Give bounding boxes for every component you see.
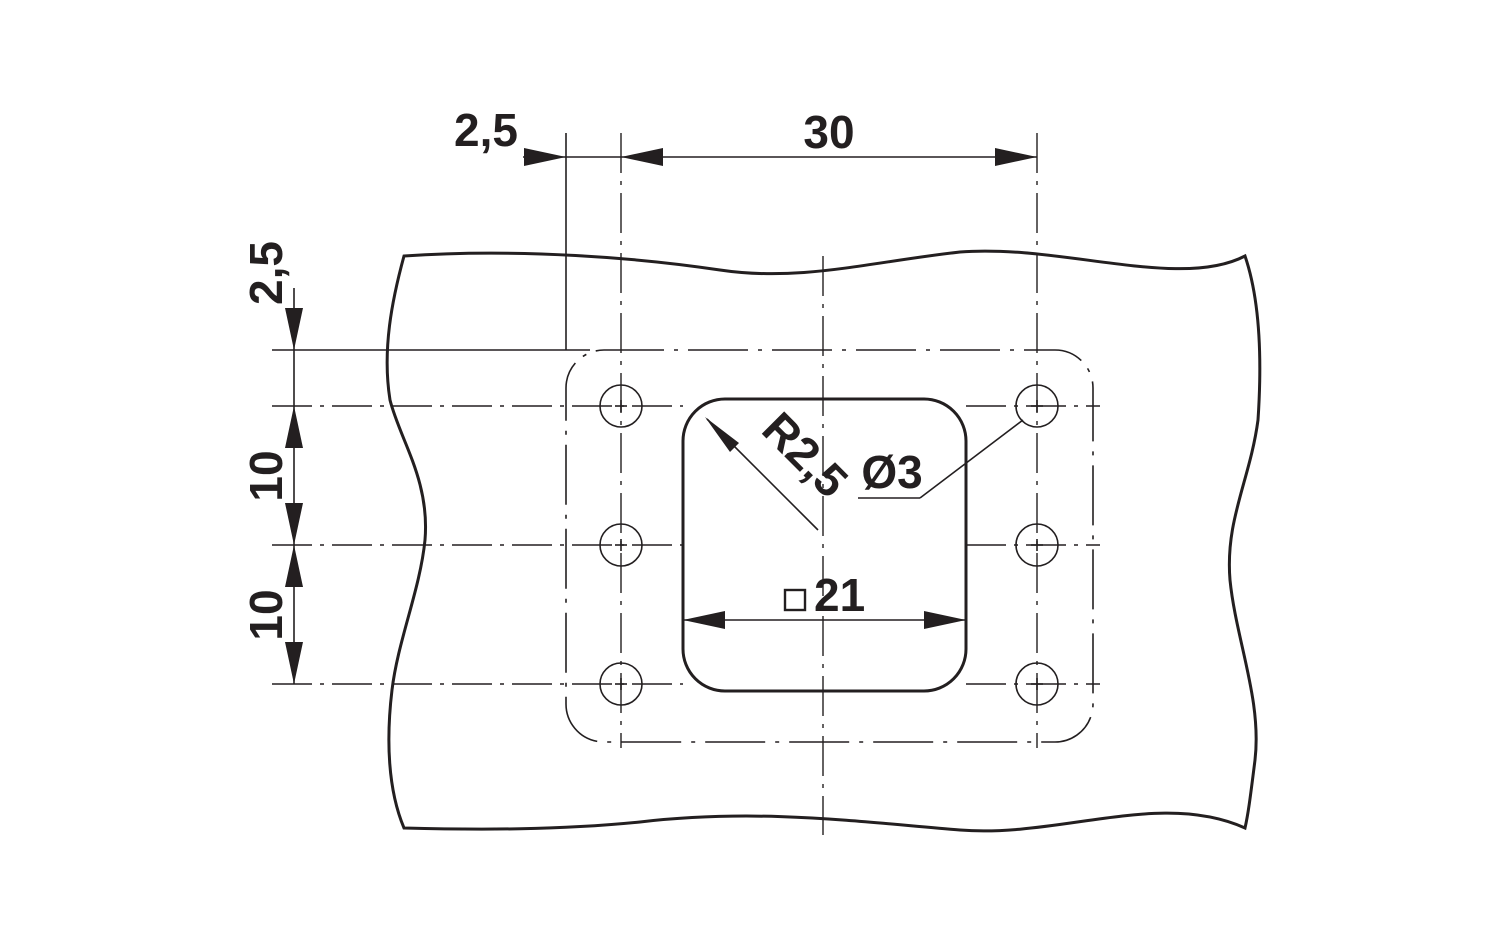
dimension-top-offset: 2,5: [454, 104, 621, 166]
hole-diameter-leader: Ø3: [858, 419, 1024, 499]
mounting-hole: [599, 523, 643, 567]
hole-diameter-label: Ø3: [861, 446, 922, 498]
dimension-label-top-span: 30: [803, 106, 854, 158]
square-symbol-icon: [783, 588, 807, 612]
flange-outline: [565, 349, 1094, 743]
dimension-left-lower: 10: [240, 545, 303, 684]
dimension-left-upper: 10: [240, 406, 303, 545]
dimension-cutout: 21: [683, 569, 966, 629]
dimension-label-left-lower: 10: [240, 589, 292, 640]
dimension-left-offset: 2,5: [240, 241, 303, 350]
dimension-label-left-offset: 2,5: [240, 241, 292, 305]
radius-label: R2,5: [753, 402, 858, 507]
radius-leader: R2,5: [705, 402, 858, 531]
dimension-top-span: 30: [621, 106, 1037, 166]
mounting-hole: [599, 662, 643, 706]
panel-outline: [385, 249, 1262, 833]
cutout-label: 21: [814, 569, 865, 621]
mounting-hole: [1015, 662, 1059, 706]
mounting-hole: [599, 384, 643, 428]
dimension-label-top-offset: 2,5: [454, 104, 518, 156]
mounting-hole: [1015, 384, 1059, 428]
dimension-label-left-upper: 10: [240, 450, 292, 501]
mounting-hole: [1015, 523, 1059, 567]
mounting-holes: [599, 384, 1059, 706]
